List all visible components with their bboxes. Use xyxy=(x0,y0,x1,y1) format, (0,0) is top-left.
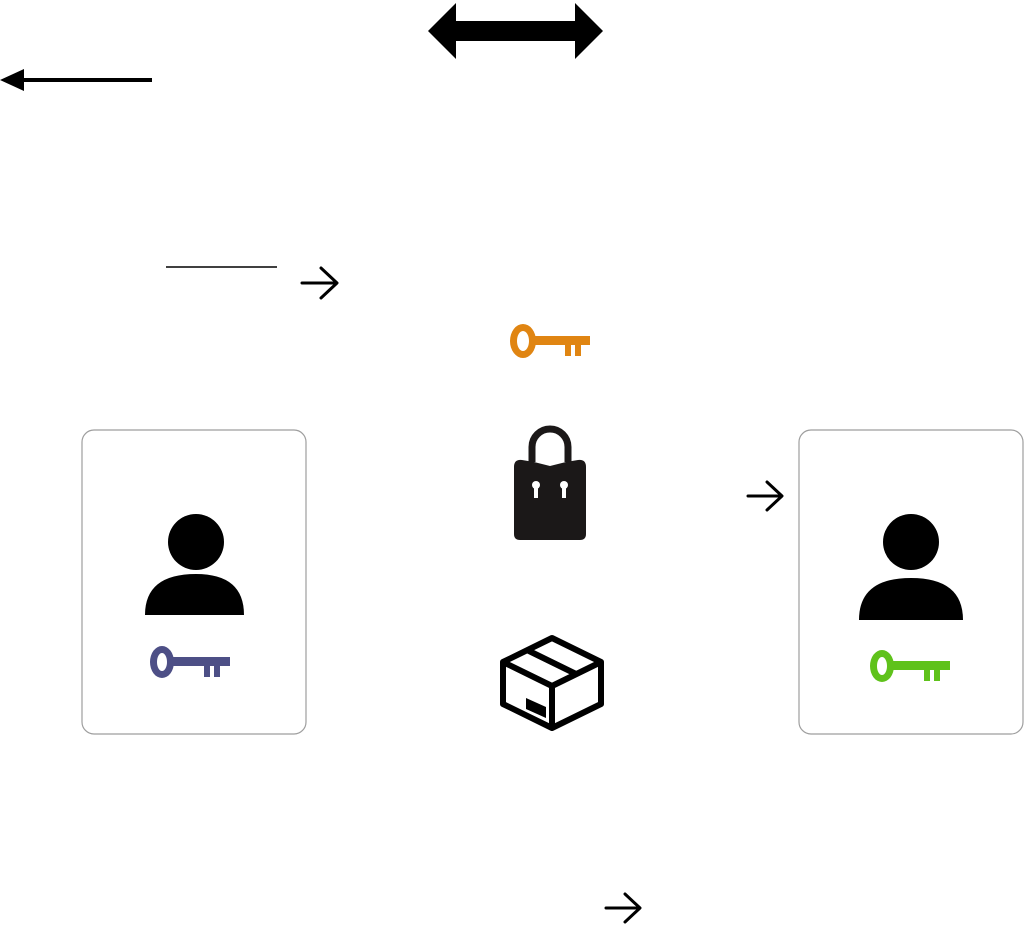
sender-card xyxy=(81,429,307,735)
right-arrow-to-receiver xyxy=(746,480,784,512)
double-headed-arrow xyxy=(428,3,603,59)
right-arrow-bottom xyxy=(604,892,642,924)
receiver-key-icon xyxy=(870,650,950,682)
receiver-card xyxy=(798,429,1024,735)
package-box-icon xyxy=(500,635,604,731)
user-icon xyxy=(145,514,244,615)
padlock-icon xyxy=(514,425,586,540)
left-arrow xyxy=(0,69,152,91)
shared-key-icon xyxy=(510,324,590,358)
user-icon xyxy=(859,514,963,620)
sender-key-icon xyxy=(150,646,230,678)
right-arrow-small xyxy=(300,266,339,300)
